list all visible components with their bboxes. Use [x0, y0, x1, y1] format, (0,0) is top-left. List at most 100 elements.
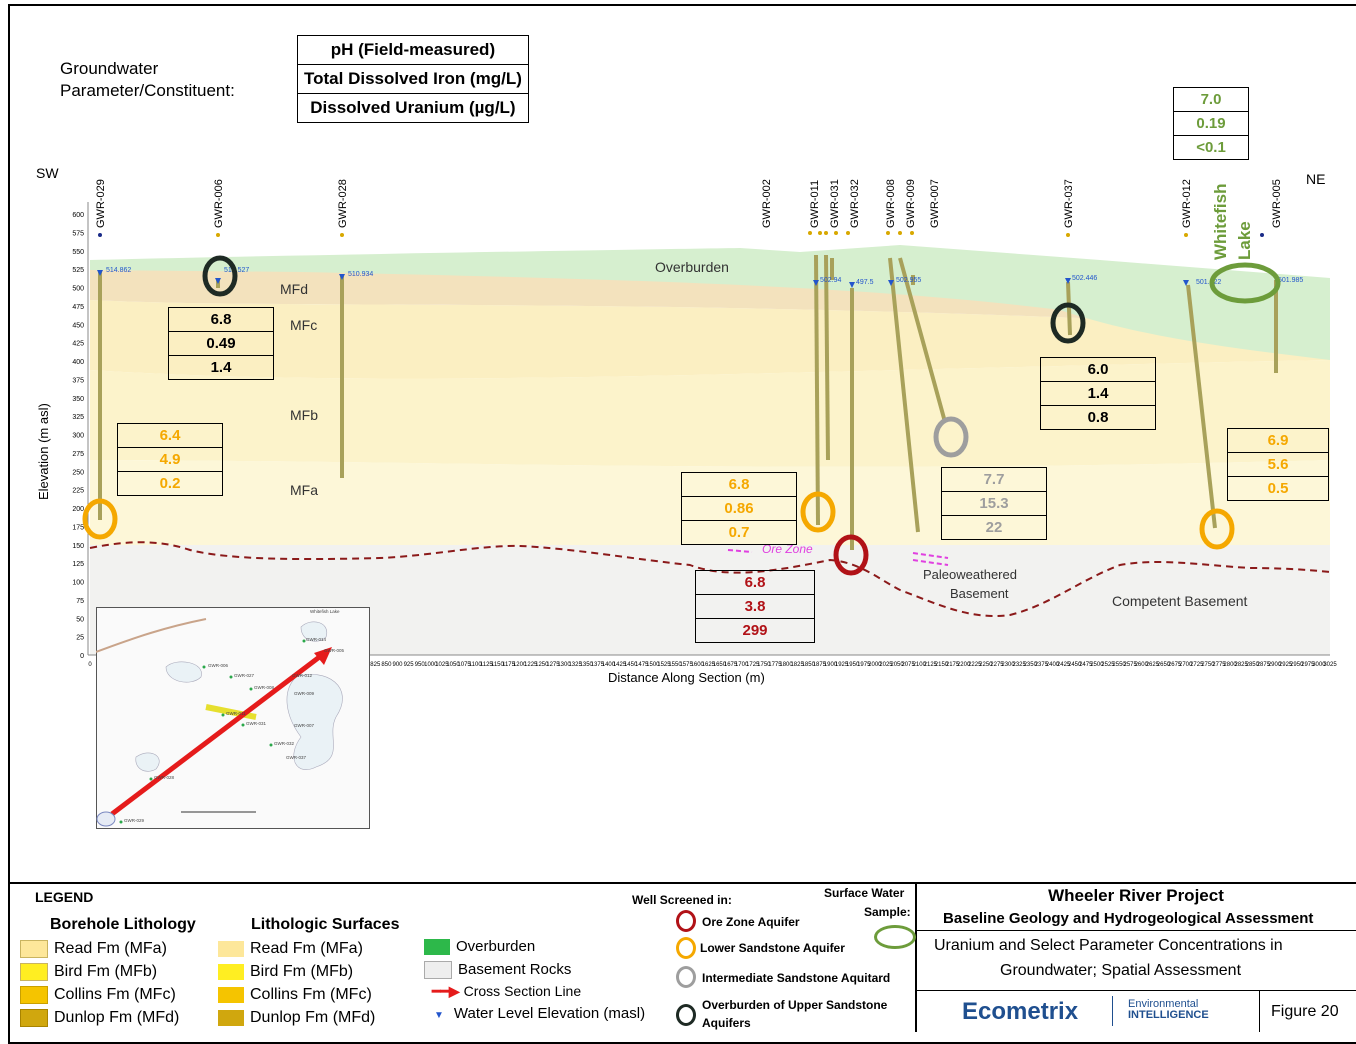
x-tick-label: 1975 — [857, 662, 871, 668]
legend-bird-fm-label: Bird Fm (MFb) — [54, 963, 158, 981]
x-tick-label: 2275 — [990, 662, 1004, 668]
x-tick-label: 2900 — [1268, 662, 1282, 668]
x-tick-label: 2050 — [890, 662, 904, 668]
x-tick-label: 1125 — [480, 662, 494, 668]
figure-number: Figure 20 — [1271, 1003, 1339, 1020]
red-circle-icon — [676, 910, 696, 932]
circle-gwr037 — [1050, 302, 1086, 344]
well-label-gwr011: GWR-011 — [809, 180, 821, 228]
y-tick-label: 375 — [72, 377, 84, 384]
x-tick-label: 2725 — [1190, 662, 1204, 668]
x-tick-label: 1775 — [768, 662, 782, 668]
x-tick-label: 1600 — [691, 662, 705, 668]
x-tick-label: 1000 — [424, 662, 438, 668]
legend-overburden-aq-2: Aquifers — [702, 1016, 751, 1030]
map-label-gwr032: GWR-032 — [274, 741, 295, 746]
well-top-markers — [216, 231, 1188, 237]
y-tick-label: 25 — [76, 635, 84, 642]
wl-gwr012: 501.822 — [1196, 279, 1221, 286]
circle-gwr032 — [833, 534, 869, 576]
x-tick-label: 2100 — [913, 662, 927, 668]
y-tick-label: 300 — [72, 433, 84, 440]
x-tick-label: 850 — [381, 662, 392, 668]
x-tick-label: 2525 — [1101, 662, 1115, 668]
gwr006-uranium: 1.4 — [168, 355, 274, 380]
legend-surf-collins-fm-label: Collins Fm (MFc) — [250, 986, 372, 1003]
y-tick-label: 225 — [72, 488, 84, 495]
y-tick-label: 600 — [72, 212, 84, 219]
mfc-layer — [90, 300, 1330, 379]
x-tick-label: 1425 — [613, 662, 627, 668]
legend-surface-water-1: Surface Water — [824, 886, 905, 900]
values-lake: 7.0 0.19 <0.1 — [1173, 87, 1249, 160]
x-tick-label: 1375 — [591, 662, 605, 668]
dark-circle-icon — [676, 1004, 696, 1026]
values-gwr011: 6.8 0.86 0.7 — [681, 472, 797, 545]
x-tick-label: 1175 — [502, 662, 516, 668]
y-tick-label: 350 — [72, 396, 84, 403]
x-tick-label: 1800 — [779, 662, 793, 668]
gwr011-ph: 6.8 — [681, 472, 797, 497]
label-mfc: MFc — [290, 317, 317, 333]
title-desc-1: Uranium and Select Parameter Concentrati… — [934, 937, 1283, 954]
legend-screened-title: Well Screened in: — [632, 893, 732, 907]
x-tick-label: 2450 — [1068, 662, 1082, 668]
map-label-gwr012: GWR-012 — [292, 673, 313, 678]
x-tick-label: 950 — [415, 662, 426, 668]
circle-gwr029 — [82, 498, 118, 540]
x-tick-label: 3025 — [1323, 662, 1337, 668]
y-tick-label: 450 — [72, 322, 84, 329]
wl-gwr037: 502.446 — [1072, 275, 1097, 282]
well-label-gwr037: GWR-037 — [1063, 179, 1075, 228]
gwr032-ph: 6.8 — [695, 570, 815, 595]
gwr006-iron: 0.49 — [168, 331, 274, 356]
param-key-table: pH (Field-measured) Total Dissolved Iron… — [297, 35, 529, 123]
gwr029-iron: 4.9 — [117, 447, 223, 472]
gwr007-ph: 7.7 — [941, 467, 1047, 492]
map-label-gwr027: GWR-027 — [234, 673, 255, 678]
legend-divider — [915, 882, 917, 1032]
x-tick-label: 1750 — [757, 662, 771, 668]
legend-surf-bird-fm: Bird Fm (MFb) — [218, 963, 353, 981]
x-tick-label: 1025 — [435, 662, 449, 668]
y-axis-ticks: 6005755505255004754504254003753503253002… — [72, 212, 84, 660]
gwr032-iron: 3.8 — [695, 594, 815, 619]
label-sw: SW — [36, 165, 59, 181]
water-level-markers — [97, 270, 1189, 288]
y-tick-label: 175 — [72, 524, 84, 531]
mfb-layer — [90, 360, 1330, 467]
legend-surfaces-title: Lithologic Surfaces — [251, 916, 400, 933]
y-axis-label: Elevation (m asl) — [36, 403, 51, 500]
x-tick-label: 1450 — [624, 662, 638, 668]
x-tick-label: 2850 — [1246, 662, 1260, 668]
title-subtitle: Baseline Geology and Hydrogeological Ass… — [943, 910, 1314, 927]
legend-surf-dunlop-fm: Dunlop Fm (MFd) — [218, 1009, 375, 1027]
legend-collins-fm-label: Collins Fm (MFc) — [54, 986, 176, 1004]
y-tick-label: 50 — [76, 616, 84, 623]
legend-overburden-aq-1: Overburden of Upper Sandstone — [702, 998, 888, 1012]
x-tick-label: 2025 — [879, 662, 893, 668]
well-label-gwr006: GWR-006 — [213, 179, 225, 228]
x-tick-label: 925 — [404, 662, 415, 668]
x-tick-label: 2750 — [1201, 662, 1215, 668]
label-mfd: MFd — [280, 281, 308, 297]
param-label-line-2: Parameter/Constituent: — [60, 81, 235, 100]
x-tick-label: 2925 — [1279, 662, 1293, 668]
map-label-gwr028: GWR-028 — [154, 775, 175, 780]
gwr011-uranium: 0.7 — [681, 520, 797, 545]
label-ore-zone: Ore Zone — [762, 542, 813, 556]
x-tick-label: 1950 — [846, 662, 860, 668]
wl-gwr011: 502.94 — [820, 277, 842, 284]
gwr037-iron: 1.4 — [1040, 381, 1156, 406]
title-project: Wheeler River Project — [1048, 886, 1224, 905]
well-label-gwr007: GWR-007 — [929, 179, 941, 228]
legend-lower-sandstone: Lower Sandstone Aquifer — [700, 941, 845, 955]
label-mfb: MFb — [290, 407, 318, 423]
legend-overburden: Overburden — [424, 938, 535, 956]
x-tick-label: 1075 — [457, 662, 471, 668]
ore-zone-marker — [727, 549, 753, 553]
wl-gwr032: 497.5 — [856, 279, 874, 286]
x-tick-label: 1350 — [580, 662, 594, 668]
x-tick-label: 1400 — [602, 662, 616, 668]
